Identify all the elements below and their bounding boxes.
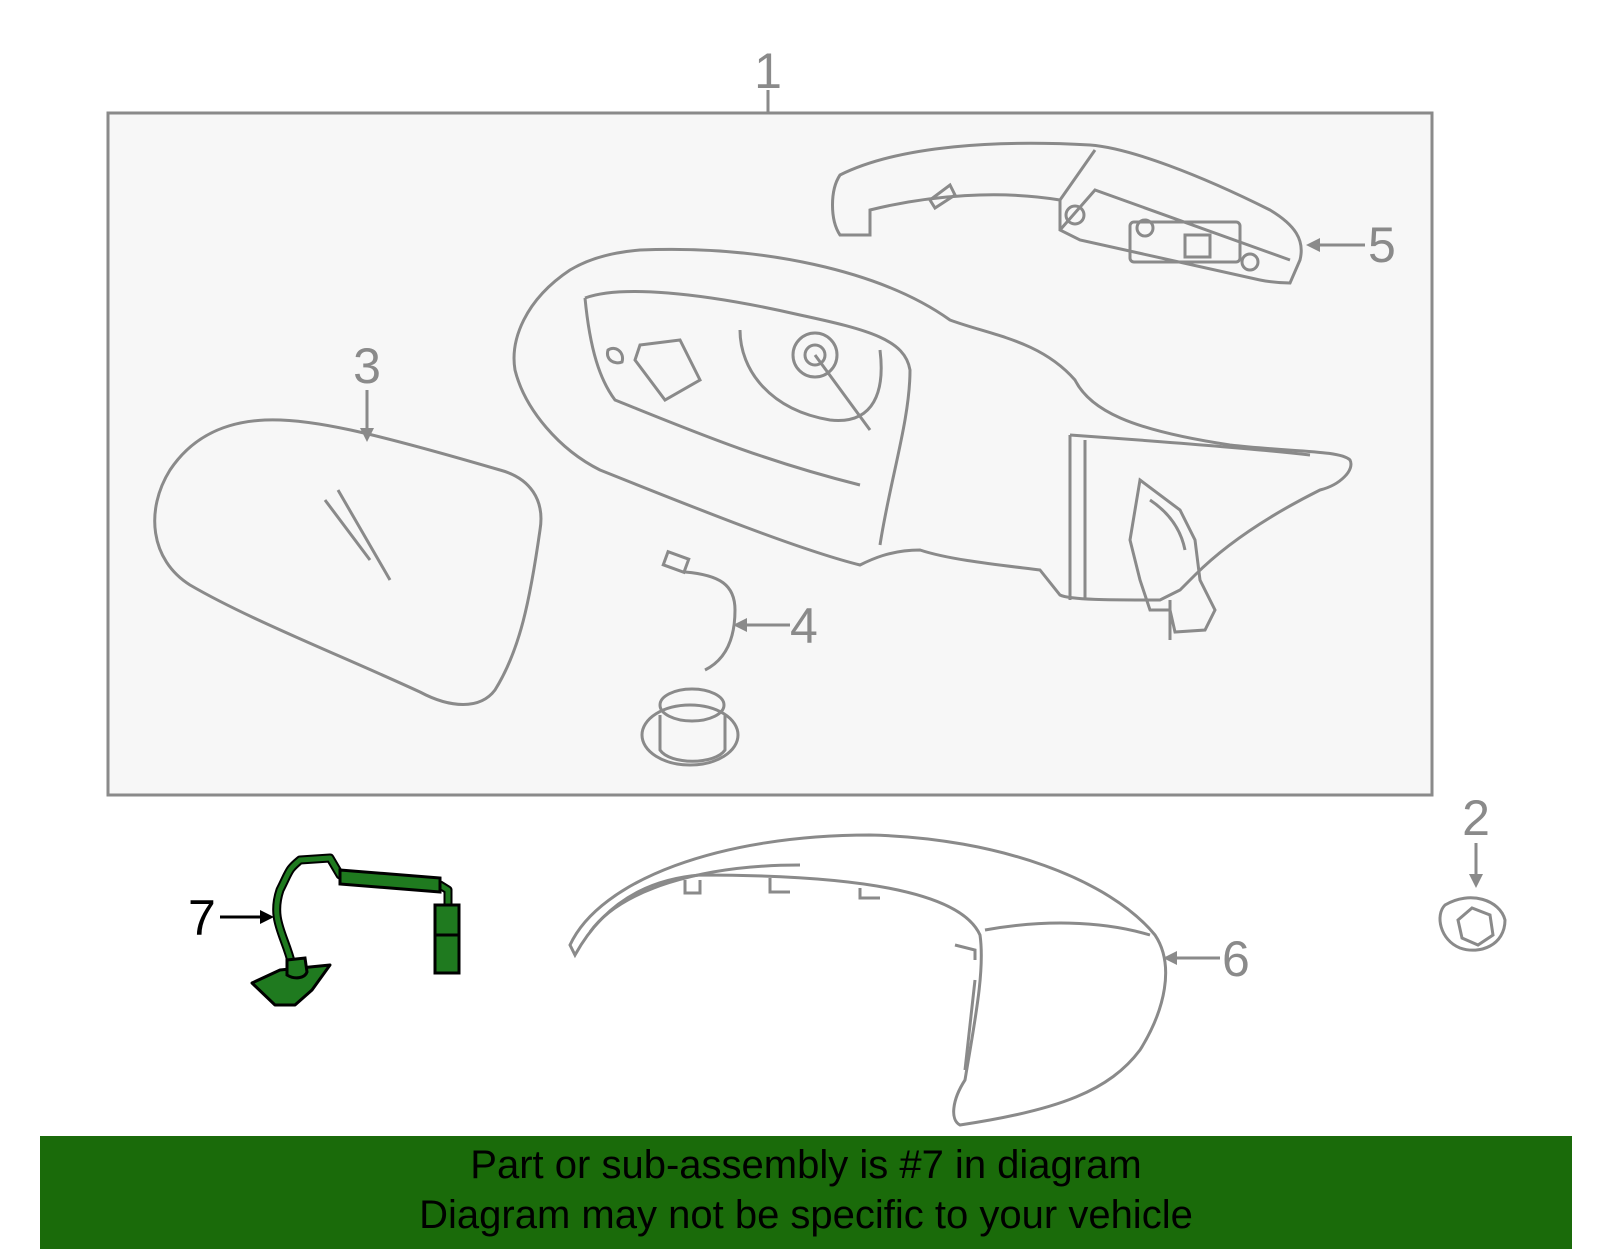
part-5-turn-signal[interactable] bbox=[831, 141, 1303, 285]
part-2-nut[interactable] bbox=[1438, 896, 1507, 952]
callout-4: 4 bbox=[790, 598, 818, 654]
callout-5: 5 bbox=[1368, 217, 1396, 273]
callout-7-arrowhead bbox=[260, 910, 274, 924]
callout-1: 1 bbox=[754, 43, 782, 99]
part-1-mirror-housing[interactable] bbox=[512, 247, 1353, 640]
callout-2: 2 bbox=[1462, 790, 1490, 846]
callout-7: 7 bbox=[188, 890, 216, 946]
callout-6-arrowhead bbox=[1163, 951, 1177, 965]
assembly-box bbox=[106, 111, 1434, 797]
part-4-puddle-lamp[interactable] bbox=[640, 549, 740, 767]
part-7-wiring-harness[interactable] bbox=[250, 853, 461, 1007]
callout-3: 3 bbox=[353, 338, 381, 394]
part-6-mirror-cover[interactable] bbox=[568, 833, 1168, 1127]
banner-background bbox=[40, 1136, 1572, 1249]
info-banner: Part or sub-assembly is #7 in diagram Di… bbox=[40, 1136, 1572, 1249]
part-3-mirror-glass[interactable] bbox=[153, 418, 543, 706]
callout-4-arrowhead bbox=[733, 618, 747, 632]
callout-3-arrowhead bbox=[360, 428, 374, 442]
callout-5-arrowhead bbox=[1306, 238, 1320, 252]
banner-line-2: Diagram may not be specific to your vehi… bbox=[419, 1193, 1193, 1237]
callout-6: 6 bbox=[1222, 931, 1250, 987]
callout-2-arrowhead bbox=[1469, 874, 1483, 888]
banner-line-1: Part or sub-assembly is #7 in diagram bbox=[470, 1143, 1142, 1187]
